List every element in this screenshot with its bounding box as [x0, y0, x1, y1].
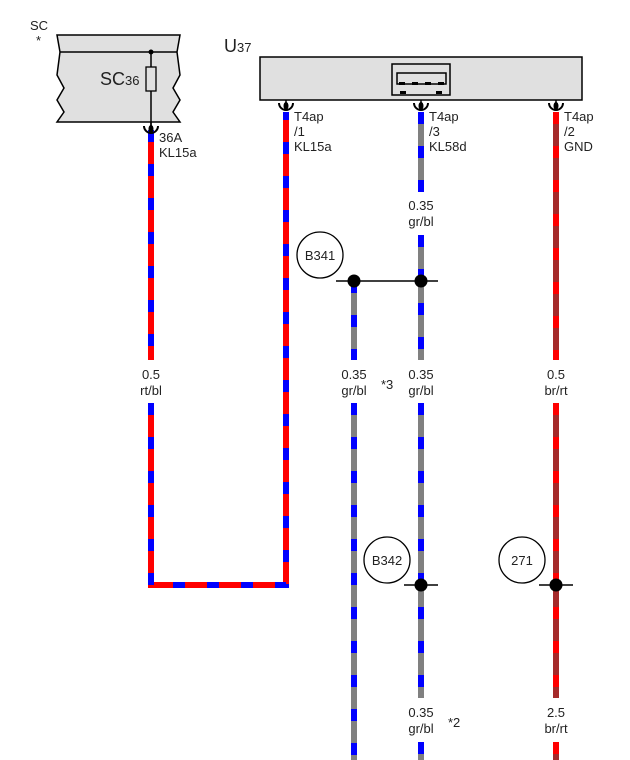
wire-color-label: rt/bl	[140, 383, 162, 398]
module-label: U37	[224, 36, 251, 56]
pin1-connector: T4ap	[294, 109, 324, 124]
splice-b341-circle[interactable]	[296, 231, 344, 279]
pin2-signal: GND	[564, 139, 593, 154]
splice-b342-circle[interactable]	[363, 536, 411, 584]
pin2-connector: T4ap	[564, 109, 594, 124]
pin2-number: /2	[564, 124, 575, 139]
fuse-box[interactable]	[55, 34, 182, 130]
connector-socket-icon	[548, 102, 564, 111]
wires	[148, 112, 559, 760]
wire-size-label: 0.5	[142, 367, 160, 382]
wire-size-label: 0.35	[341, 367, 366, 382]
wire-size-label: 2.5	[547, 705, 565, 720]
pin1-signal: KL15a	[294, 139, 332, 154]
wire-color-label: gr/bl	[341, 383, 366, 398]
wire-rt-bl[interactable]	[148, 112, 289, 588]
connector-socket-icon	[143, 125, 159, 134]
connector-socket-icon	[413, 102, 429, 111]
connector-pin-icon	[283, 102, 289, 110]
ground-point-271-label: 271	[511, 553, 533, 568]
fuse-box-label: SC	[30, 18, 48, 33]
usb-port-icon	[391, 63, 451, 96]
pin1-number: /1	[294, 124, 305, 139]
wire-rt-bl-stripe	[148, 112, 289, 588]
fuse-label: SC36	[100, 69, 139, 89]
connector-socket-icon	[278, 102, 294, 111]
connector-pin-icon	[148, 125, 154, 133]
wire-color-label: gr/bl	[408, 721, 433, 736]
wire-color-label: gr/bl	[408, 383, 433, 398]
fuse-label-main: SC	[100, 69, 125, 89]
wire-note: *3	[381, 377, 393, 392]
splice-node[interactable]	[549, 578, 563, 592]
module-label-sub: 37	[237, 40, 251, 55]
fuse-pin-signal: KL15a	[159, 145, 197, 160]
pin3-connector: T4ap	[429, 109, 459, 124]
splice-b341-label: B341	[305, 248, 335, 263]
splice-node[interactable]	[414, 274, 428, 288]
splice-node[interactable]	[347, 274, 361, 288]
module-label-main: U	[224, 36, 237, 56]
splice-node[interactable]	[414, 578, 428, 592]
pin3-signal: KL58d	[429, 139, 467, 154]
fuse-pin-label: 36A	[159, 130, 182, 145]
wire-color-label: br/rt	[544, 383, 568, 398]
connector-pin-icon	[553, 102, 559, 110]
wire-size-label: 0.35	[408, 705, 433, 720]
pin3-number: /3	[429, 124, 440, 139]
wire-size-label: 0.5	[547, 367, 565, 382]
fuse-label-sub: 36	[125, 73, 139, 88]
connector-hooks	[143, 100, 564, 134]
wire-note: *2	[448, 715, 460, 730]
splice-b342-label: B342	[372, 553, 402, 568]
fuse-icon	[145, 66, 157, 92]
wire-size-label: 0.35	[408, 367, 433, 382]
fuse-box-asterisk: *	[36, 33, 41, 48]
wire-color-label: gr/bl	[408, 214, 433, 229]
wire-size-label: 0.35	[408, 198, 433, 213]
fuse-box-body	[55, 34, 182, 123]
connector-pin-icon	[418, 102, 424, 110]
wire-color-label: br/rt	[544, 721, 568, 736]
ground-point-271-circle[interactable]	[498, 536, 546, 584]
